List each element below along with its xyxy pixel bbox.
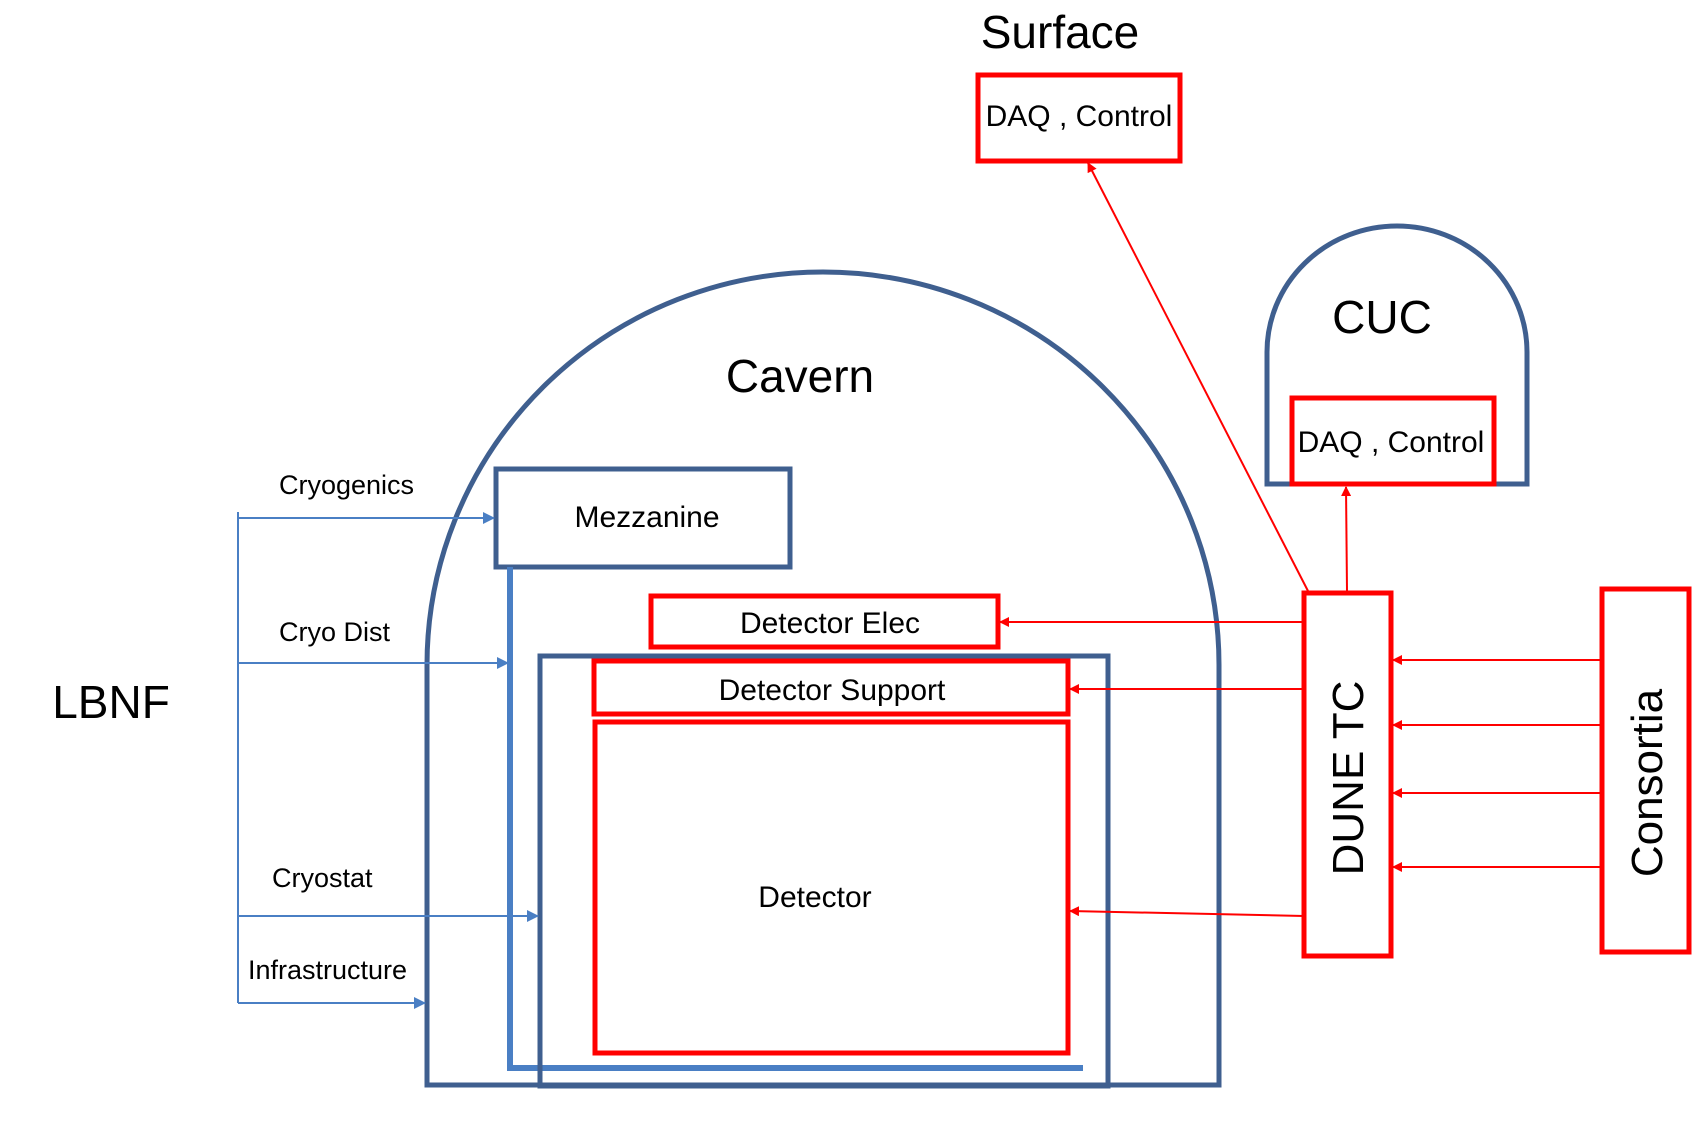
dune-tc-box — [1301, 590, 1394, 959]
lbnf-label: LBNF — [52, 676, 170, 728]
detector-label: Detector — [758, 881, 871, 914]
cavern-outline — [424, 269, 1222, 1088]
arrow-dune-tc-to-surface — [1087, 162, 1309, 592]
mezzanine-box — [493, 466, 793, 570]
surface-daq-control-label: DAQ , Control — [986, 100, 1173, 133]
cuc-daq-control-label: DAQ , Control — [1298, 426, 1485, 459]
dune-tc-label: DUNE TC — [1324, 681, 1373, 876]
detector-box — [592, 719, 1071, 1056]
detector-support-label: Detector Support — [719, 674, 946, 707]
cuc-outline — [1264, 223, 1530, 487]
mezzanine-label: Mezzanine — [574, 501, 719, 534]
consortia-label: Consortia — [1623, 688, 1672, 877]
arrow-dune-tc-to-detector — [1069, 906, 1305, 917]
detector-elec-box — [648, 593, 1001, 650]
cavern-label: Cavern — [726, 350, 874, 402]
cuc-daq-control-box — [1289, 395, 1497, 487]
cryostat-box — [537, 653, 1111, 1089]
cuc-label: CUC — [1332, 291, 1432, 343]
detector-support-box — [591, 658, 1071, 717]
consortia-box — [1599, 586, 1692, 955]
cryo-dist-label: Cryo Dist — [279, 617, 391, 647]
infrastructure-label: Infrastructure — [248, 955, 407, 985]
cryo-distribution-pipe — [507, 567, 1083, 1071]
surface-label: Surface — [981, 6, 1140, 58]
detector-elec-label: Detector Elec — [740, 607, 920, 640]
surface-daq-control-box — [975, 72, 1183, 164]
cryogenics-label: Cryogenics — [279, 470, 414, 500]
cryostat-label: Cryostat — [272, 863, 373, 893]
arrow-dune-tc-to-cuc — [1341, 486, 1352, 592]
